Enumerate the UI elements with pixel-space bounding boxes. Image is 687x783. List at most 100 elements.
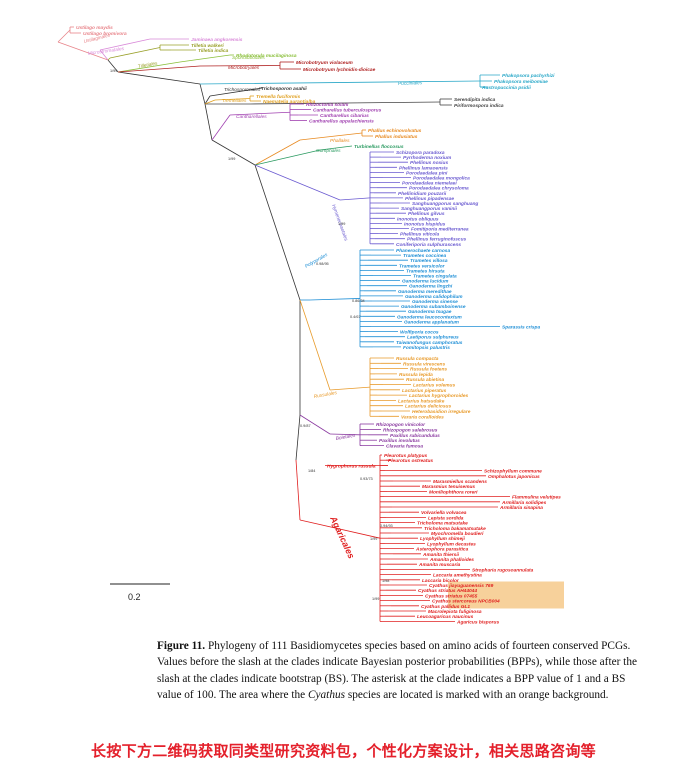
tip-label: Omphalotus japonicus [488, 474, 540, 480]
tip-label: Pleurotus ostreatus [388, 458, 433, 464]
node-label: 1/99 [338, 222, 345, 226]
backbone [254, 164, 301, 301]
tip-label: Pleurotus platypus [384, 453, 428, 459]
clade-stem [107, 57, 111, 61]
tip-label: Trichosporon asahii [261, 86, 307, 92]
tip-label: Sanghuangporus vaninii [401, 206, 458, 212]
clade-crown [299, 132, 363, 141]
clade-label: Trichosporonales [224, 87, 261, 93]
tip-label: Phanerochaete carnosa [396, 248, 450, 254]
node-label: 1/99 [228, 157, 235, 161]
caption-text-2: species are located is marked with an or… [345, 688, 609, 701]
tip-label: Lepista sordida [428, 515, 464, 521]
clade-stem [204, 95, 211, 105]
tip-label: Tricholoma matsutake [417, 521, 468, 527]
node-label: 1/99 [372, 597, 379, 601]
tip-label: Tilletia walkeri [191, 43, 224, 49]
figure-caption: Figure 11. Phylogeny of 111 Basidiomycet… [157, 638, 637, 703]
clade-label: Microbotryales [228, 65, 260, 71]
tip-label: Marasmiellus scandens [433, 479, 487, 485]
tip-label: Amanita thiersii [422, 552, 460, 558]
tip-label: Tilletia indica [198, 48, 229, 54]
tip-label: Phellinus lamaoensis [399, 165, 448, 171]
tip-label: Ganoderma leucocontextum [397, 314, 463, 320]
tip-label: Serendipita indica [454, 97, 496, 103]
tip-label: Moniliophthora roreri [429, 489, 478, 495]
clade-label: Cantharellales [236, 114, 267, 120]
clade-microbotryales [117, 61, 301, 73]
clade-gomphales [254, 145, 353, 166]
tip-label: Cantharellus cibarius [320, 113, 369, 119]
clade-stem [254, 139, 301, 166]
tip-label: Rhodotorula mucilaginosa [236, 53, 297, 59]
clade-stem [57, 41, 109, 61]
tip-label: Lactarius volemus [413, 383, 455, 389]
tip-label: Phellinus pipadensae [405, 196, 454, 202]
clade-stem [299, 414, 331, 435]
clade-russulales [299, 299, 411, 417]
clade-stem [117, 65, 201, 73]
caption-italic: Cyathus [307, 688, 346, 701]
clade-label: Gomphales [316, 148, 341, 154]
clade-stem [254, 164, 341, 201]
tip-label: Lyophyllum decastes [427, 541, 476, 547]
tip-label: Stropharia rugosoannulata [472, 567, 534, 573]
clade-crown [109, 47, 161, 59]
tip-label: Armillaria sinapina [499, 505, 543, 511]
clade-crown [199, 65, 281, 67]
figure-label: Figure 11. [157, 640, 206, 652]
caption-text-1: Phylogeny of 111 Basidiomycetes species … [157, 640, 637, 701]
clade-crown [57, 29, 71, 43]
tip-label: Porodaedalea mongolica [413, 176, 470, 182]
tip-label: Phellinus gilvus [408, 211, 445, 217]
clade-label: Russulales [313, 390, 338, 400]
clade-crown [99, 38, 151, 51]
cyathus-highlight [448, 581, 564, 609]
node-label: 1/84 [308, 469, 315, 473]
tip-label: Ganoderma sinense [412, 299, 458, 305]
clade-agaricales [295, 454, 510, 622]
tip-label: Ganoderma meredithae [398, 289, 452, 295]
tip-label: Ganoderma lucidum [402, 279, 449, 285]
clade-stem [254, 149, 321, 166]
tip-label: Agaricus bisporus [456, 619, 499, 625]
tip-label: Macrolepiota fuliginosa [428, 609, 482, 615]
tip-label: Trametes villosa [410, 258, 448, 264]
backbone [211, 139, 256, 166]
tip-label: Leucoagaricus naucinus [417, 614, 474, 620]
clade-stem [211, 114, 231, 141]
clade-phallales [254, 129, 373, 166]
tip-label: Tremella fuciformis [256, 94, 300, 100]
backbone [117, 71, 201, 85]
tip-label: Phellinus ferruginofuscus [407, 237, 467, 243]
tip-label: Fomitopsis palustris [403, 345, 450, 351]
clade-crown [214, 98, 251, 101]
tip-label: Schizopora paradoxa [396, 150, 445, 156]
clade-cantharellales [211, 103, 318, 141]
tip-label: Russula foetens [410, 367, 447, 373]
tip-label: Lactarius hatsudake [398, 398, 445, 404]
clade-crown [209, 87, 263, 97]
tip-label: Tricholoma bakamatsutake [424, 526, 486, 532]
clade-crown [329, 386, 371, 391]
tip-label: Phellinus viticola [400, 232, 440, 238]
node-label: 1/99 [370, 537, 377, 541]
tip-label: Ustilago maydis [76, 25, 113, 31]
tip-label: Lyophyllum shimeji [420, 536, 465, 542]
tip-label: Hygrophorus russula [327, 463, 376, 469]
clade-crown [249, 101, 441, 105]
node-label: 1/98 [382, 579, 389, 583]
tip-label: Cantharellus appalachiensis [309, 119, 374, 125]
clade-label: Boletales [335, 433, 356, 442]
clade-crown [229, 111, 291, 116]
tip-label: Microbotryum violaceum [296, 60, 354, 66]
tip-label: Heterobasidion irregulare [412, 409, 471, 415]
tip-label: Flammulina velutipes [512, 495, 561, 501]
tip-label: Russula lepida [399, 372, 433, 378]
clade-label: Polyporales [304, 252, 329, 270]
tip-label: Turbinellus floccosus [354, 144, 404, 150]
node-label: 0.94/93 [380, 524, 393, 528]
clade-trichosporonales [204, 87, 263, 105]
tip-label: Inonotus hispidus [404, 221, 446, 227]
tip-label: Cyathus stercoreus NPCB004 [432, 599, 500, 605]
